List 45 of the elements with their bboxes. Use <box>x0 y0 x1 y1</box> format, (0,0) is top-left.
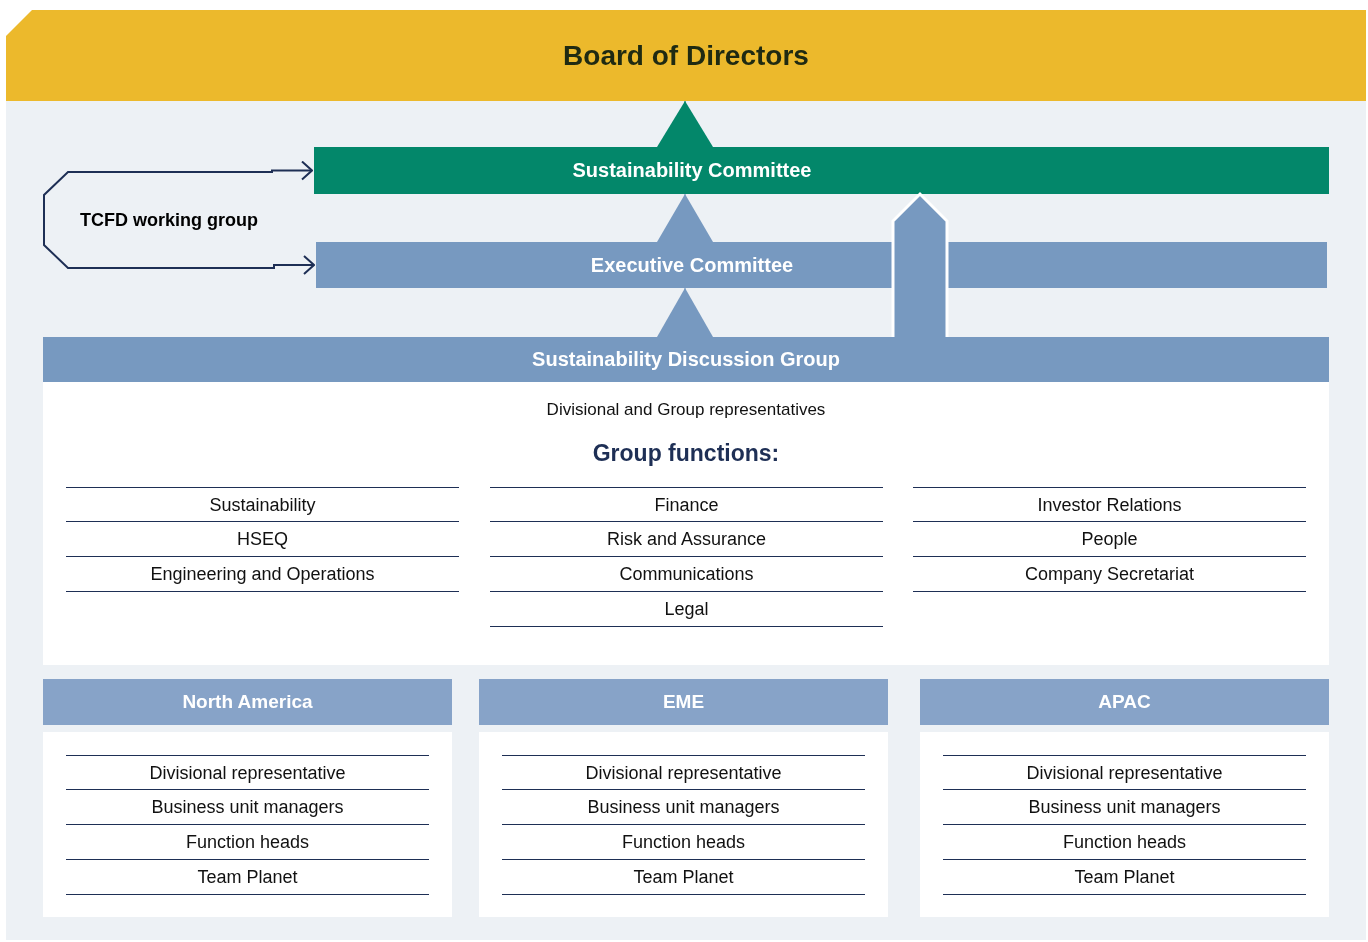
committee-bar <box>314 147 1329 194</box>
region-panel <box>479 732 888 917</box>
function-item: Communications <box>490 557 883 592</box>
role-item: Team Planet <box>66 860 429 895</box>
region-header <box>920 679 1329 725</box>
region-panel <box>920 732 1329 917</box>
region-panel <box>43 732 452 917</box>
bar-title: Executive Committee <box>589 253 795 278</box>
bar-title: North America <box>181 690 314 714</box>
role-item: Divisional representative <box>502 755 865 790</box>
region-header <box>479 679 888 725</box>
subtitle: Divisional and Group representatives <box>545 400 827 420</box>
bar-title: APAC <box>1097 690 1152 714</box>
region-header <box>43 679 452 725</box>
connector-arrow <box>43 160 313 221</box>
role-item: Function heads <box>66 825 429 860</box>
connector-arrow <box>43 219 315 275</box>
function-item: HSEQ <box>66 522 459 557</box>
role-item: Business unit managers <box>943 790 1306 825</box>
bar-title: Sustainability Discussion Group <box>531 347 841 372</box>
bar-title: Board of Directors <box>562 39 810 73</box>
function-item: Investor Relations <box>913 487 1306 522</box>
function-item: Sustainability <box>66 487 459 522</box>
role-item: Team Planet <box>502 860 865 895</box>
role-item: Divisional representative <box>66 755 429 790</box>
function-item: Company Secretariat <box>913 557 1306 592</box>
role-item: Function heads <box>943 825 1306 860</box>
block-arrow <box>891 191 949 339</box>
section-heading: Group functions: <box>591 440 781 467</box>
role-item: Business unit managers <box>502 790 865 825</box>
function-item: Engineering and Operations <box>66 557 459 592</box>
role-item: Divisional representative <box>943 755 1306 790</box>
role-item: Team Planet <box>943 860 1306 895</box>
role-item: Function heads <box>502 825 865 860</box>
board-band <box>6 10 1366 101</box>
bar-title: EME <box>661 690 706 714</box>
function-item: Finance <box>490 487 883 522</box>
function-item: Risk and Assurance <box>490 522 883 557</box>
bar-title: Sustainability Committee <box>571 158 813 183</box>
block-arrow <box>660 287 710 338</box>
role-item: Business unit managers <box>66 790 429 825</box>
function-item: People <box>913 522 1306 557</box>
function-item: Legal <box>490 592 883 627</box>
group-panel <box>43 382 1329 665</box>
working-group-label: TCFD working group <box>44 205 270 235</box>
